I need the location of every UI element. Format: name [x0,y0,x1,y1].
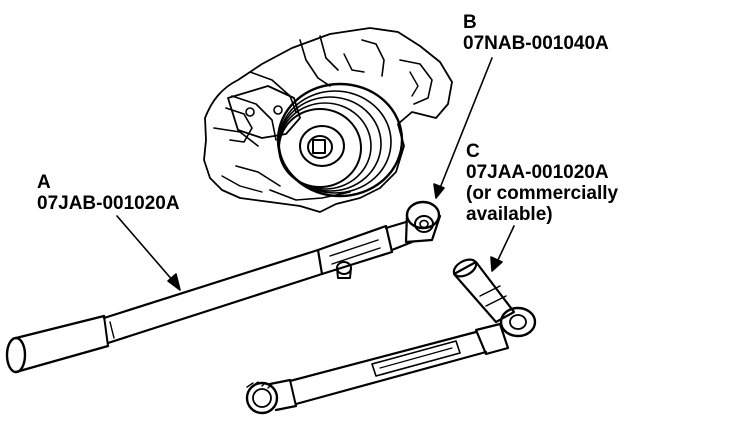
callout-c: C 07JAA-001020A (or commercially availab… [466,141,618,225]
arrowhead-b [433,183,445,199]
callout-b-part-number: 07NAB-001040A [463,33,609,54]
callout-a-part-number: 07JAB-001020A [37,193,180,214]
torque-wrench-c [245,258,537,415]
torque-wrench-a [5,200,442,374]
callout-c-note-line1: (or commercially [466,183,619,204]
callout-c-part-number: 07JAA-001020A [466,162,609,183]
leader-line-b [439,57,493,189]
callout-a-letter: A [37,172,51,193]
callout-a: A 07JAB-001020A [37,172,180,214]
engine-crankshaft-pulley [203,27,453,213]
leader-line-c [496,225,515,263]
callout-b: B 07NAB-001040A [463,12,609,54]
arrowhead-a [167,273,181,291]
leader-line-a [116,215,175,283]
callout-c-note-line2: available) [466,204,553,225]
arrowhead-c [490,256,503,272]
leader-arrows [116,57,515,291]
callout-c-letter: C [466,141,480,162]
callout-b-letter: B [463,12,477,33]
